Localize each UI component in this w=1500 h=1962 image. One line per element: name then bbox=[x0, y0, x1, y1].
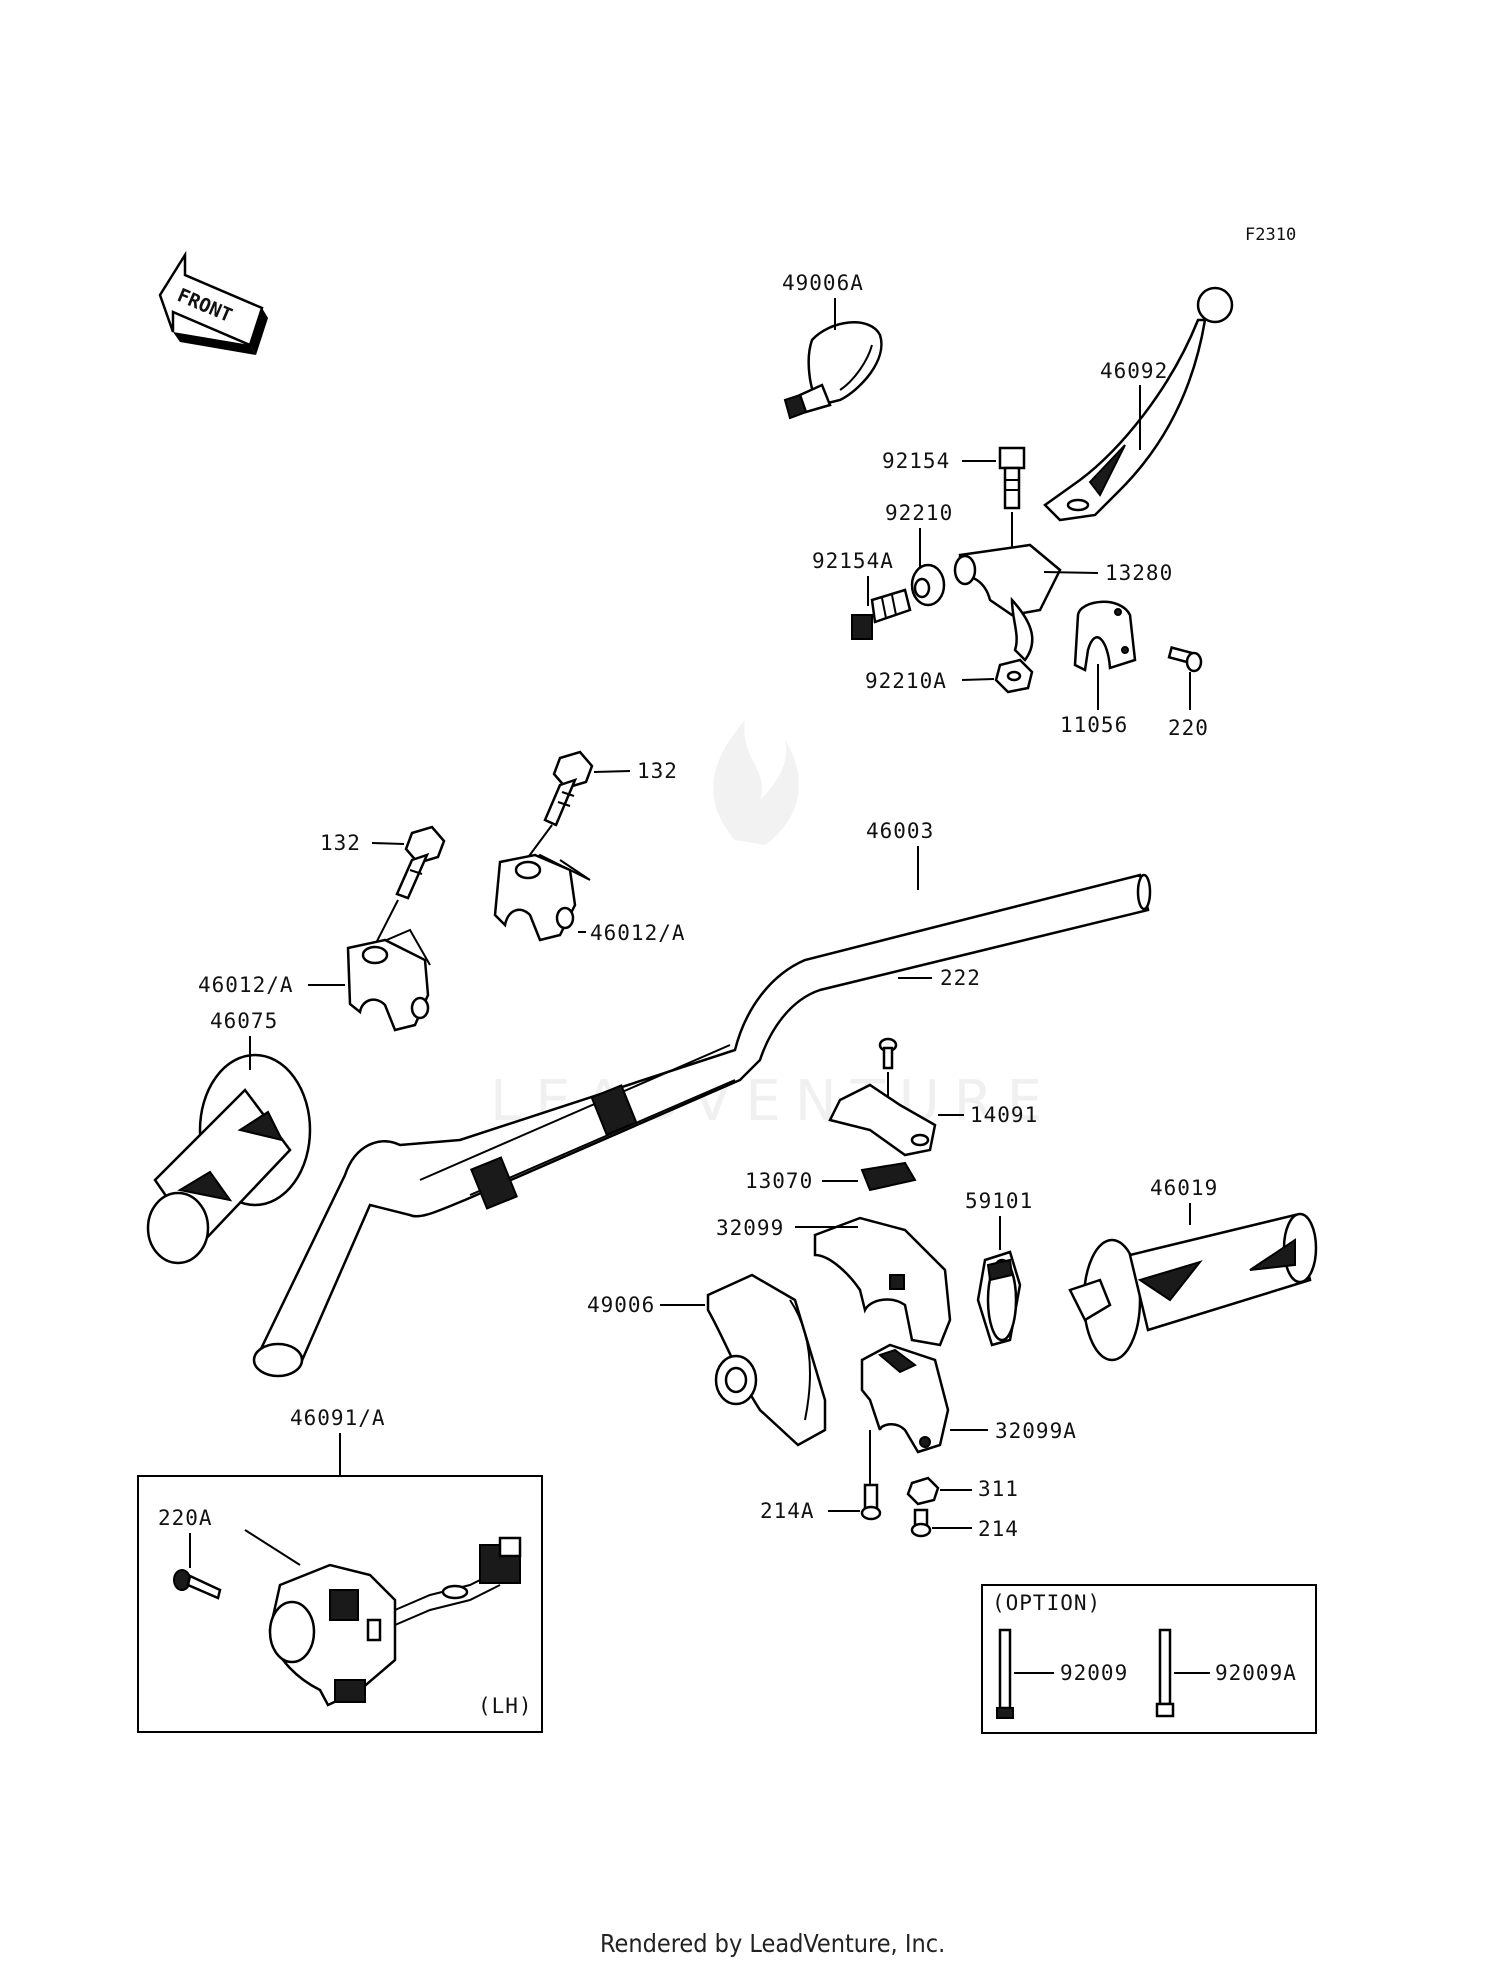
clamp-11056 bbox=[1073, 600, 1137, 672]
housing-32099A bbox=[860, 1343, 950, 1454]
screw-214A bbox=[860, 1483, 882, 1521]
handlebar-46003 bbox=[252, 873, 1152, 1378]
label-222: 222 bbox=[940, 966, 981, 990]
label-46012A-left: 46012/A bbox=[198, 973, 294, 997]
leader bbox=[593, 770, 631, 773]
bolt-92154A bbox=[851, 588, 912, 640]
label-lh: (LH) bbox=[478, 1694, 533, 1718]
grip-46019 bbox=[1068, 1212, 1318, 1362]
label-46003: 46003 bbox=[866, 819, 934, 843]
label-49006: 49006 bbox=[587, 1293, 655, 1317]
label-option: (OPTION) bbox=[992, 1591, 1101, 1615]
label-132-left: 132 bbox=[320, 831, 361, 855]
label-13280: 13280 bbox=[1105, 561, 1173, 585]
label-92009: 92009 bbox=[1060, 1661, 1128, 1685]
bolt-92154 bbox=[998, 446, 1026, 510]
diagram-code: F2310 bbox=[1245, 225, 1296, 245]
leader bbox=[244, 1529, 301, 1566]
grip-46075 bbox=[146, 1053, 312, 1265]
footer-credit: Rendered by LeadVenture, Inc. bbox=[600, 1929, 945, 1958]
screw-92009A bbox=[1155, 1628, 1175, 1718]
screw-222 bbox=[878, 1037, 898, 1070]
leader bbox=[371, 842, 405, 845]
cover-14091 bbox=[828, 1083, 937, 1157]
label-46091A: 46091/A bbox=[290, 1406, 386, 1430]
label-92210A: 92210A bbox=[865, 669, 947, 693]
label-220: 220 bbox=[1168, 716, 1209, 740]
pulley-59101 bbox=[976, 1250, 1022, 1347]
label-132-right: 132 bbox=[637, 759, 678, 783]
throttle-cover-49006 bbox=[706, 1273, 827, 1447]
nut-92210A bbox=[994, 658, 1034, 694]
switch-inset-box bbox=[137, 1475, 543, 1733]
bolt-132-right bbox=[543, 750, 594, 827]
label-14091: 14091 bbox=[970, 1103, 1038, 1127]
nut-311 bbox=[906, 1476, 940, 1506]
lever-holder-13280 bbox=[953, 543, 1062, 662]
switch-housing-46091A bbox=[268, 1536, 522, 1707]
label-46075: 46075 bbox=[210, 1009, 278, 1033]
label-92210: 92210 bbox=[885, 501, 953, 525]
label-214A: 214A bbox=[760, 1499, 815, 1523]
label-13070: 13070 bbox=[745, 1169, 813, 1193]
option-inset-box bbox=[981, 1584, 1317, 1734]
label-92154A: 92154A bbox=[812, 549, 894, 573]
label-49006A: 49006A bbox=[782, 271, 864, 295]
housing-32099 bbox=[813, 1216, 952, 1347]
label-220A: 220A bbox=[158, 1506, 213, 1530]
holder-46012A-right bbox=[493, 853, 577, 942]
label-311: 311 bbox=[978, 1477, 1019, 1501]
screw-92009 bbox=[996, 1628, 1014, 1719]
holder-46012A-left bbox=[346, 938, 430, 1032]
label-46092: 46092 bbox=[1100, 359, 1168, 383]
label-46012A-right: 46012/A bbox=[590, 921, 686, 945]
leader bbox=[961, 678, 995, 681]
front-arrow-icon: FRONT bbox=[158, 250, 268, 355]
label-92009A: 92009A bbox=[1215, 1661, 1297, 1685]
leader bbox=[1043, 571, 1099, 574]
label-59101: 59101 bbox=[965, 1189, 1033, 1213]
label-32099: 32099 bbox=[716, 1216, 784, 1240]
bolt-132-left bbox=[395, 825, 446, 900]
label-214: 214 bbox=[978, 1517, 1019, 1541]
cap-13070 bbox=[860, 1161, 917, 1192]
screw-220 bbox=[1167, 646, 1203, 673]
leader bbox=[372, 899, 431, 966]
label-32099A: 32099A bbox=[995, 1419, 1077, 1443]
label-11056: 11056 bbox=[1060, 713, 1128, 737]
label-46019: 46019 bbox=[1150, 1176, 1218, 1200]
lever-46092 bbox=[1043, 286, 1234, 522]
lever-cover-49006A bbox=[783, 321, 883, 420]
adjuster-92210 bbox=[910, 563, 946, 607]
screw-214 bbox=[910, 1508, 932, 1538]
screw-220A bbox=[173, 1569, 222, 1600]
label-92154: 92154 bbox=[882, 449, 950, 473]
